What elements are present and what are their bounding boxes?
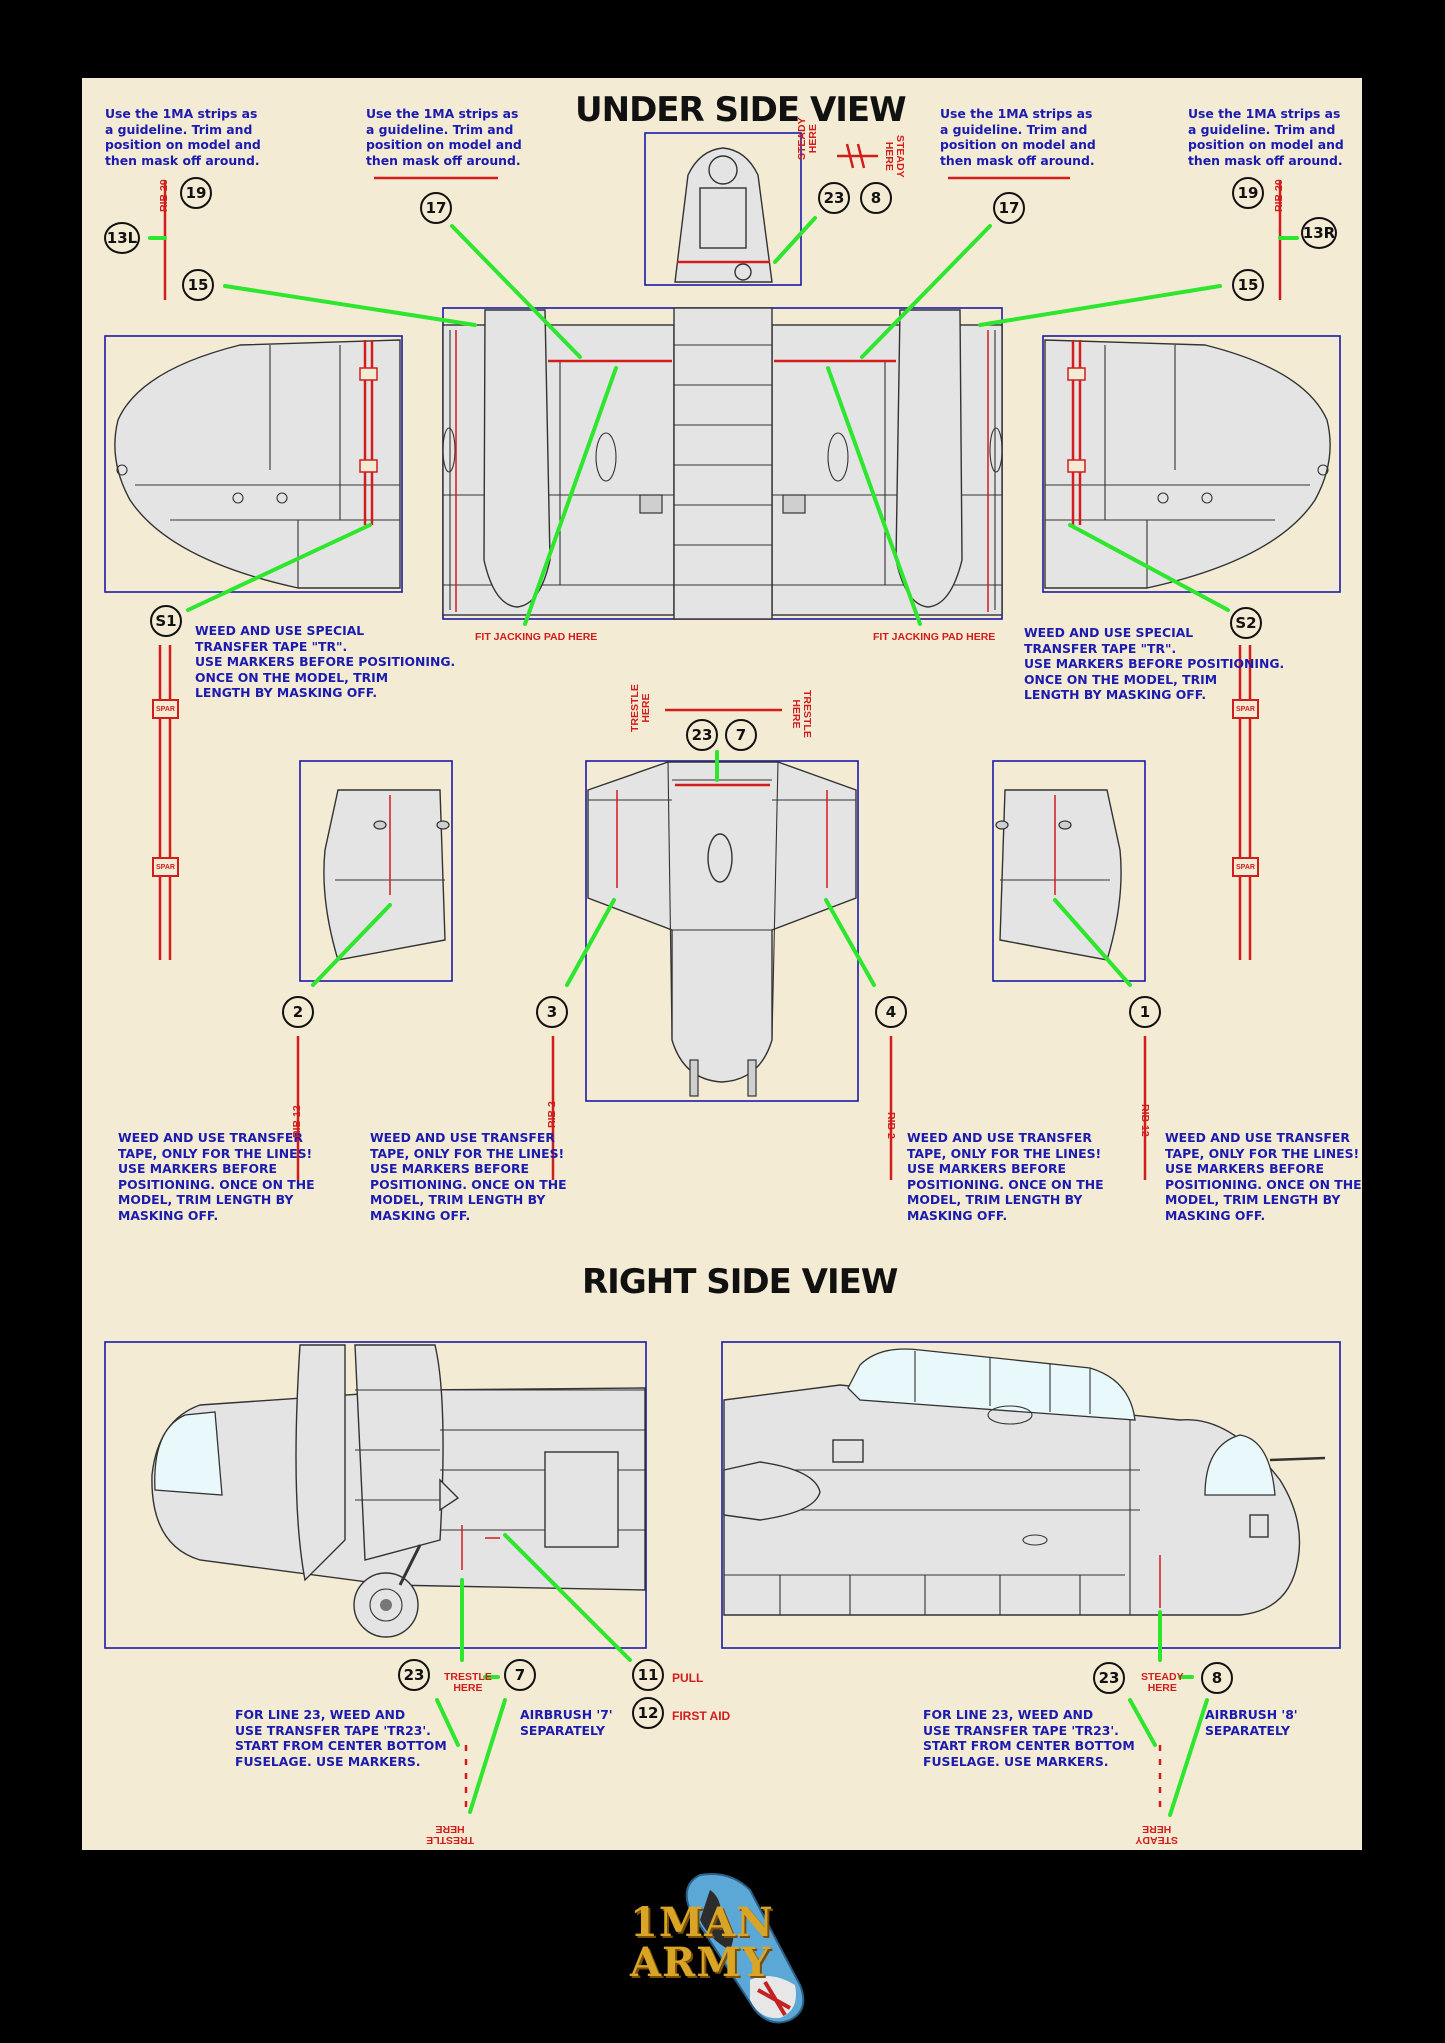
- strip-guide-note-1: Use the 1MA strips as a guideline. Trim …: [105, 106, 261, 168]
- line23-note-left: FOR LINE 23, WEED AND USE TRANSFER TAPE …: [235, 1707, 447, 1769]
- lines-tape-note-1: WEED AND USE TRANSFER TAPE, ONLY FOR THE…: [118, 1130, 315, 1223]
- lines-tape-note-2: WEED AND USE TRANSFER TAPE, ONLY FOR THE…: [370, 1130, 567, 1223]
- callout-11: 11: [632, 1659, 664, 1691]
- rear-fuselage-frame: [104, 1341, 647, 1649]
- trestle-label-left: TRESTLE HERE: [444, 1671, 492, 1694]
- trestle-label-bottom: TRESTLE HERE: [426, 1823, 474, 1846]
- logo-line-1: 1MAN: [630, 1899, 774, 1946]
- right-wingtip: [1044, 339, 1331, 589]
- strip-guide-note-3: Use the 1MA strips as a guideline. Trim …: [940, 106, 1096, 168]
- bomb-bay: [673, 307, 773, 620]
- inner-nacelle-right: [895, 309, 963, 608]
- spar-label-3: SPAR: [1236, 706, 1255, 713]
- callout-1: 1: [1129, 996, 1161, 1028]
- trestle-label-tail-right: TRESTLE HERE: [790, 690, 813, 738]
- steady-label-nose-right: STEADY HERE: [883, 135, 906, 178]
- front-turret: [1204, 1434, 1276, 1496]
- first-aid-label: FIRST AID: [672, 1709, 731, 1723]
- callout-23-fwd: 23: [1093, 1662, 1125, 1694]
- spar-label-4: SPAR: [1236, 864, 1255, 871]
- airbrush8-note: AIRBRUSH '8' SEPARATELY: [1205, 1707, 1298, 1738]
- callout-2: 2: [282, 996, 314, 1028]
- rib2-label-right: RIB 2: [885, 1112, 897, 1139]
- callout-15-left: 15: [182, 269, 214, 301]
- tail-underside-frame: [585, 760, 859, 1102]
- callout-13l: 13L: [104, 222, 140, 254]
- callout-s1: S1: [150, 605, 182, 637]
- callout-17-left: 17: [420, 192, 452, 224]
- trestle-label-tail-left: TRESTLE HERE: [629, 684, 652, 732]
- callout-19-right: 19: [1232, 177, 1264, 209]
- airbrush7-note: AIRBRUSH '7' SEPARATELY: [520, 1707, 613, 1738]
- strip-guide-note-4: Use the 1MA strips as a guideline. Trim …: [1188, 106, 1344, 168]
- rib12-label-left: RIB 12: [291, 1105, 303, 1138]
- special-tape-note-left: WEED AND USE SPECIAL TRANSFER TAPE "TR".…: [195, 623, 456, 700]
- tailplane-left-frame: [299, 760, 453, 982]
- callout-15-right: 15: [1232, 269, 1264, 301]
- callout-s2: S2: [1230, 607, 1262, 639]
- steady-label-nose-left: STEADY HERE: [796, 117, 819, 160]
- callout-4: 4: [875, 996, 907, 1028]
- tailplane-left: [323, 789, 446, 961]
- callout-3: 3: [536, 996, 568, 1028]
- callout-17-right: 17: [993, 192, 1025, 224]
- fin-rudder: [295, 1344, 346, 1582]
- tailplane-right: [999, 789, 1122, 961]
- callout-8-fwd: 8: [1201, 1662, 1233, 1694]
- line23-note-right: FOR LINE 23, WEED AND USE TRANSFER TAPE …: [923, 1707, 1135, 1769]
- callout-23-tail: 23: [686, 719, 718, 751]
- callout-7-rear: 7: [504, 1659, 536, 1691]
- steady-label-bottom: STEADY HERE: [1135, 1823, 1178, 1846]
- underside-title: UNDER SIDE VIEW: [575, 90, 907, 130]
- rib2-label-left: RIB 2: [546, 1101, 558, 1128]
- callout-23-nose: 23: [818, 182, 850, 214]
- rib12-label-right: RIB 12: [1139, 1104, 1151, 1137]
- leader-lines: [148, 216, 1299, 1817]
- callout-8-nose: 8: [860, 182, 892, 214]
- nose-frame: [644, 132, 802, 286]
- spar-label-1: SPAR: [156, 706, 175, 713]
- rib20-label-left: RIB 20: [158, 179, 170, 212]
- tailplane-right-frame: [992, 760, 1146, 982]
- left-wingtip: [114, 339, 401, 589]
- fwd-fuselage-side: [723, 1384, 1301, 1616]
- callout-12: 12: [632, 1697, 664, 1729]
- callout-19-left: 19: [180, 177, 212, 209]
- jacking-pad-label-left: FIT JACKING PAD HERE: [475, 631, 598, 643]
- rear-turret: [154, 1411, 223, 1496]
- callout-23-rear: 23: [398, 1659, 430, 1691]
- special-tape-note-right: WEED AND USE SPECIAL TRANSFER TAPE "TR".…: [1024, 625, 1285, 702]
- spar-label-2: SPAR: [156, 864, 175, 871]
- rear-fuselage-underside: [587, 761, 857, 1083]
- pull-label: PULL: [672, 1671, 704, 1685]
- callout-7-tail: 7: [725, 719, 757, 751]
- jacking-pad-label-right: FIT JACKING PAD HERE: [873, 631, 996, 643]
- fwd-fuselage-frame: [721, 1341, 1341, 1649]
- strip-guide-note-2: Use the 1MA strips as a guideline. Trim …: [366, 106, 522, 168]
- inner-nacelle-left: [483, 309, 551, 608]
- lines-tape-note-4: WEED AND USE TRANSFER TAPE, ONLY FOR THE…: [1165, 1130, 1362, 1223]
- callout-13r: 13R: [1301, 217, 1337, 249]
- rightside-title: RIGHT SIDE VIEW: [582, 1262, 898, 1302]
- left-wingtip-frame: [104, 335, 403, 593]
- rib20-label-right: RIB 20: [1273, 179, 1285, 212]
- steady-label-right: STEADY HERE: [1141, 1671, 1184, 1694]
- logo-emblem: [685, 1873, 805, 2024]
- brand-logo: 1MAN ARMY: [630, 1870, 820, 2030]
- wing-root-fairing: [723, 1461, 821, 1521]
- lines-tape-note-3: WEED AND USE TRANSFER TAPE, ONLY FOR THE…: [907, 1130, 1104, 1223]
- logo-line-2: ARMY: [630, 1939, 772, 1986]
